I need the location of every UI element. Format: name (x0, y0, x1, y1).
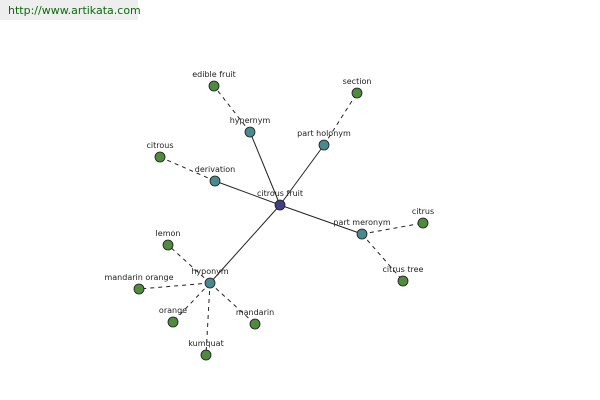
node-hyponym[interactable] (204, 277, 216, 289)
node-kumquat[interactable] (200, 349, 212, 361)
node-label-edible-fruit: edible fruit (192, 70, 236, 79)
node-citrous[interactable] (154, 151, 166, 163)
node-mandarin[interactable] (249, 318, 261, 330)
edge-hyponym-mandarin-orange (138, 282, 211, 290)
node-label-lemon: lemon (156, 229, 181, 238)
edge-citrous-fruit-hyponym (209, 204, 281, 284)
node-part-holonym[interactable] (318, 139, 330, 151)
node-lemon[interactable] (162, 239, 174, 251)
edge-citrous-fruit-part-holonym (279, 144, 325, 206)
node-label-kumquat: kumquat (188, 339, 223, 348)
node-label-mandarin: mandarin (236, 308, 274, 317)
edge-hyponym-mandarin (209, 282, 256, 325)
node-label-citrus-tree: citrus tree (383, 265, 424, 274)
node-orange[interactable] (167, 316, 179, 328)
nodes-layer (133, 80, 429, 361)
edge-hypernym-edible-fruit (213, 85, 251, 133)
node-section[interactable] (351, 87, 363, 99)
node-label-citrous-fruit: citrous fruit (257, 189, 303, 198)
edge-hyponym-orange (172, 282, 211, 323)
node-label-section: section (343, 77, 372, 86)
edges-layer (138, 85, 424, 356)
edge-hyponym-lemon (167, 244, 211, 284)
node-label-hypernym: hypernym (230, 116, 271, 125)
node-citrus[interactable] (417, 217, 429, 229)
edge-part-holonym-section (323, 92, 358, 146)
node-hypernym[interactable] (244, 126, 256, 138)
node-label-mandarin-orange: mandarin orange (104, 273, 173, 282)
node-citrous-fruit[interactable] (274, 199, 286, 211)
node-label-derivation: derivation (195, 165, 235, 174)
edge-part-meronym-citrus (361, 222, 424, 235)
node-label-part-meronym: part meronym (333, 218, 390, 227)
edge-citrous-fruit-part-meronym (279, 204, 363, 235)
node-label-hyponym: hyponym (191, 267, 229, 276)
node-citrus-tree[interactable] (397, 275, 409, 287)
node-mandarin-orange[interactable] (133, 283, 145, 295)
edge-part-meronym-citrus-tree (361, 233, 404, 282)
labels-layer: citrous fruit hypernym part holonym derivat… (104, 70, 434, 348)
node-label-citrus: citrus (412, 207, 434, 216)
node-part-meronym[interactable] (356, 228, 368, 240)
node-label-citrous: citrous (146, 141, 173, 150)
edge-citrous-fruit-derivation (214, 180, 281, 206)
node-label-part-holonym: part holonym (297, 129, 351, 138)
edge-derivation-citrous (159, 156, 216, 182)
edge-citrous-fruit-hypernym (249, 131, 281, 206)
node-label-orange: orange (159, 306, 187, 315)
source-url-banner[interactable]: http://www.artikata.com (0, 0, 141, 20)
node-edible-fruit[interactable] (208, 80, 220, 92)
node-derivation[interactable] (209, 175, 221, 187)
